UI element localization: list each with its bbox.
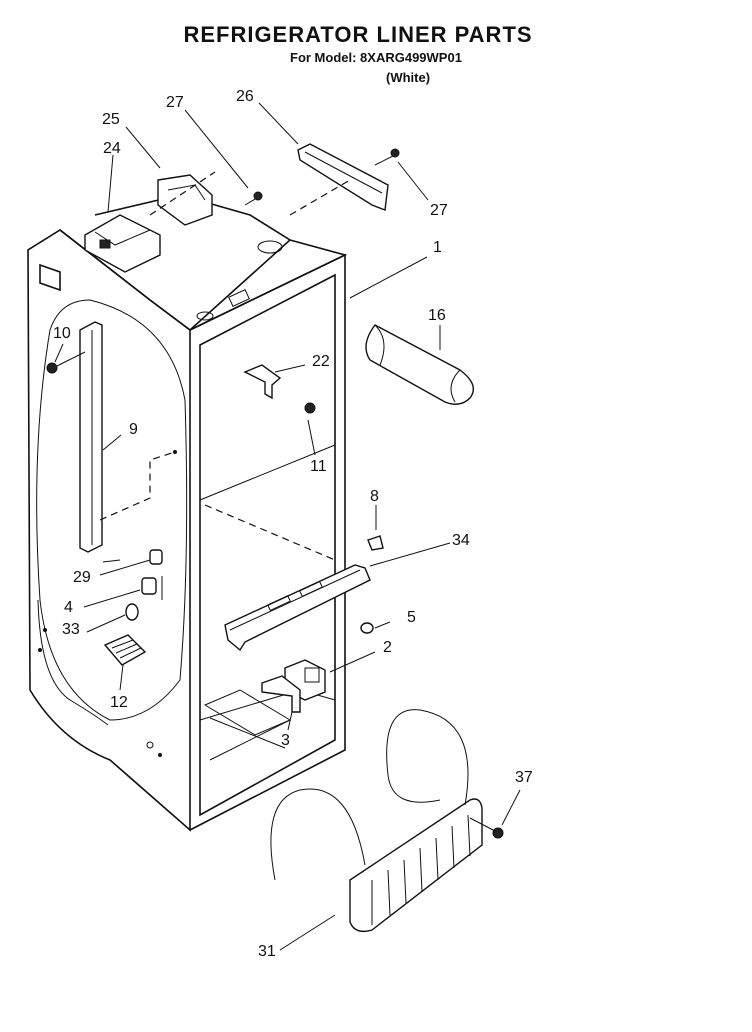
shelf-part-34	[224, 564, 371, 652]
color-line: (White)	[386, 70, 431, 85]
callout-27a: 27	[166, 94, 184, 111]
diagram-title: REFRIGERATOR LINER PARTS	[183, 22, 533, 47]
callout-labels: 1 2 3 4 5 8 9 10 11 12 16 22 24 25 26 27…	[53, 88, 533, 960]
liner-body	[27, 194, 348, 832]
grommet-part-5	[360, 622, 374, 634]
callout-26: 26	[236, 88, 254, 105]
model-line: For Model: 8XARG499WP01	[290, 50, 462, 65]
bracket-part-22	[243, 364, 316, 414]
callout-25: 25	[102, 111, 120, 128]
callout-9: 9	[129, 421, 138, 438]
bulb-part-33	[125, 603, 139, 621]
socket-part-4	[141, 576, 163, 600]
callout-10: 10	[53, 325, 71, 342]
screw-part-37	[469, 817, 504, 839]
callout-11: 11	[310, 458, 327, 475]
bracket-part-3	[261, 675, 301, 713]
trough-part-16	[365, 324, 474, 405]
callout-22: 22	[312, 353, 330, 370]
switch-part-29	[102, 549, 163, 565]
rail-part-26	[289, 143, 389, 216]
bracket-part-25	[149, 171, 216, 226]
screw-part-27a	[244, 191, 263, 206]
callout-3: 3	[281, 732, 290, 749]
duct-part-9	[79, 321, 176, 553]
callout-8: 8	[370, 488, 379, 505]
clip-part-8	[367, 535, 384, 551]
callout-12: 12	[110, 694, 128, 711]
callout-4: 4	[64, 599, 73, 616]
screw-part-27b	[374, 148, 400, 166]
pan-part-31	[270, 709, 483, 933]
callout-37: 37	[515, 769, 533, 786]
callout-1: 1	[433, 239, 442, 256]
callout-29: 29	[73, 569, 91, 586]
callout-24: 24	[103, 140, 121, 157]
housing-part-24	[84, 214, 161, 273]
callout-27b: 27	[430, 202, 448, 219]
callout-33: 33	[62, 621, 80, 638]
callout-31: 31	[258, 943, 276, 960]
screw-part-10	[46, 351, 86, 374]
callout-2: 2	[383, 639, 392, 656]
grille-part-12	[103, 634, 147, 666]
callout-34: 34	[452, 532, 470, 549]
leader-lines	[54, 102, 521, 951]
callout-16: 16	[428, 307, 446, 324]
callout-5: 5	[407, 609, 416, 626]
